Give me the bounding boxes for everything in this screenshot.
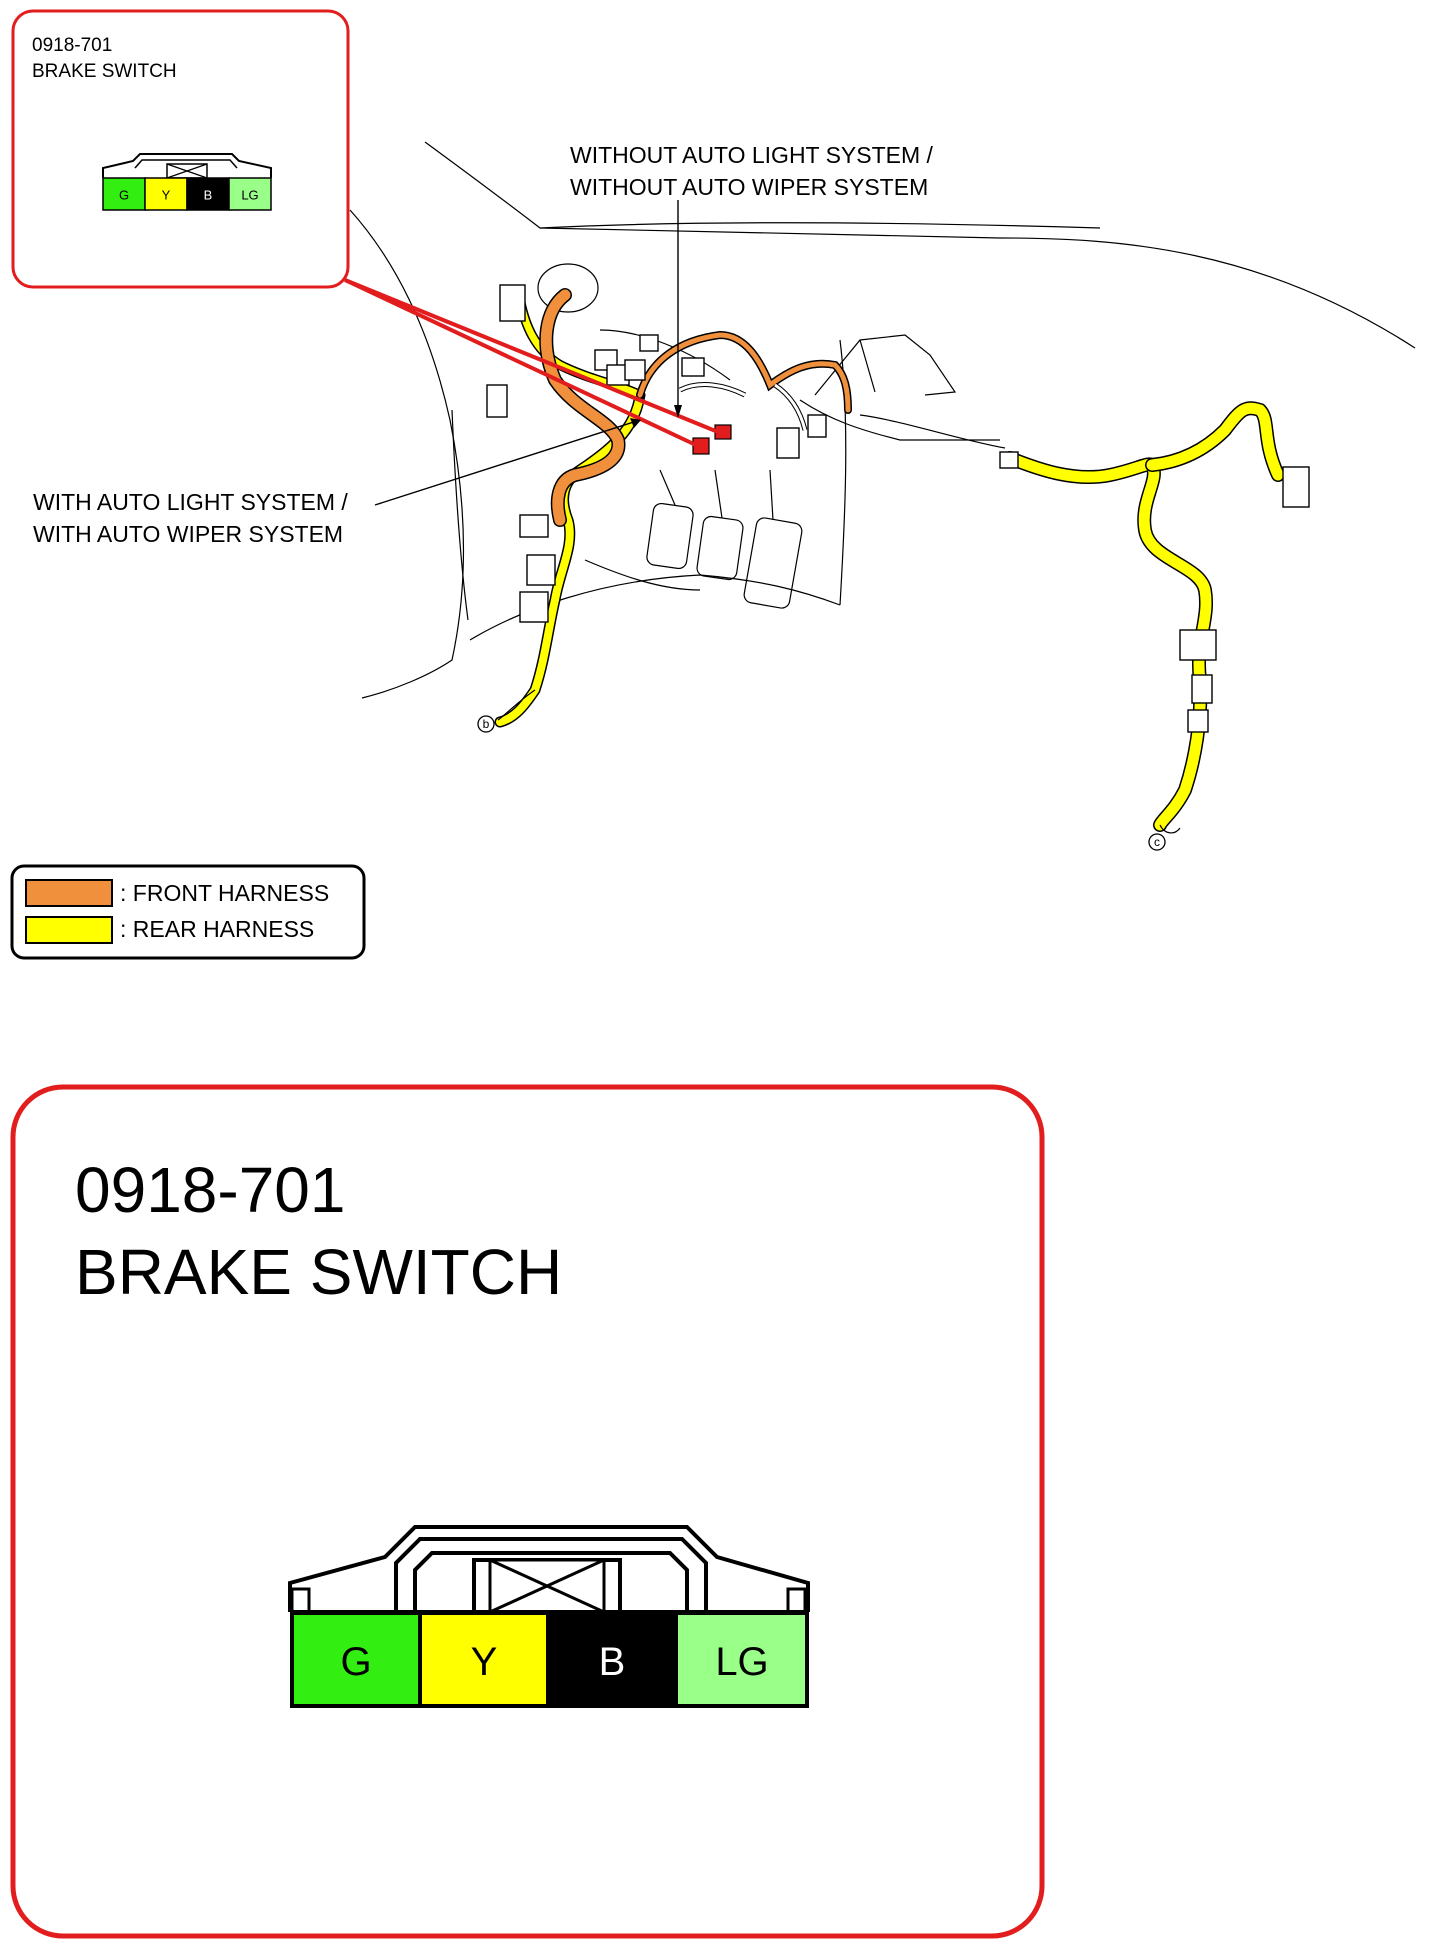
marker-c-label: c <box>1154 835 1160 849</box>
detail-connector: G Y B LG <box>288 1525 810 1708</box>
inset-pin-label: Y <box>162 188 171 203</box>
legend-swatch-rear <box>25 916 113 944</box>
inset-pin-label: G <box>119 188 129 203</box>
detail-pin-g <box>290 1611 422 1708</box>
legend-label-front: : FRONT HARNESS <box>120 880 329 906</box>
detail-pin-label: B <box>599 1640 626 1684</box>
marker-c <box>1148 833 1166 851</box>
marker-b-label: b <box>483 717 490 731</box>
inset-pointer <box>344 278 719 448</box>
harness-left: b <box>477 284 852 733</box>
callout-with: WITH AUTO LIGHT SYSTEM / WITH AUTO WIPER… <box>33 418 641 547</box>
inset-pin-lg <box>228 177 272 211</box>
detail-pin-label: LG <box>715 1640 768 1684</box>
detail-pin-b <box>546 1611 678 1708</box>
callout-with-line2: WITH AUTO WIPER SYSTEM <box>33 521 343 547</box>
detail-pin-label: Y <box>471 1640 498 1684</box>
inset-panel: 0918-701 BRAKE SWITCH G Y B LG <box>11 9 350 289</box>
callout-with-line1: WITH AUTO LIGHT SYSTEM / <box>33 489 348 515</box>
inset-frame <box>11 9 350 289</box>
detail-connector-name: BRAKE SWITCH <box>75 1236 562 1308</box>
inset-connector-name: BRAKE SWITCH <box>32 61 177 82</box>
detail-connector-code: 0918-701 <box>75 1154 345 1226</box>
detail-pin-y <box>418 1611 550 1708</box>
callout-without: WITHOUT AUTO LIGHT SYSTEM / WITHOUT AUTO… <box>570 142 934 418</box>
harness-legend: : FRONT HARNESS : REAR HARNESS <box>10 864 366 960</box>
detail-pin-label: G <box>340 1640 371 1684</box>
callout-without-line2: WITHOUT AUTO WIPER SYSTEM <box>570 174 928 200</box>
harness-right: c <box>999 401 1310 851</box>
inset-pin-label: B <box>204 188 213 203</box>
detail-frame <box>10 1084 1045 1939</box>
inset-connector-code: 0918-701 <box>32 35 112 56</box>
brake-switch-connector <box>692 437 710 455</box>
detail-panel: 0918-701 BRAKE SWITCH G Y B LG <box>10 1084 1045 1939</box>
callout-without-line1: WITHOUT AUTO LIGHT SYSTEM / <box>570 142 934 168</box>
inset-pin-b <box>186 177 230 211</box>
legend-label-rear: : REAR HARNESS <box>120 916 314 942</box>
legend-swatch-front <box>25 879 113 907</box>
rear-harness-right <box>1003 451 1213 832</box>
vehicle-outline <box>349 141 1416 699</box>
marker-b <box>477 715 495 733</box>
inset-connector-icon: G Y B LG <box>102 153 272 211</box>
inset-pin-label: LG <box>241 188 258 203</box>
detail-pin-lg <box>674 1611 809 1708</box>
inset-pin-y <box>144 177 188 211</box>
